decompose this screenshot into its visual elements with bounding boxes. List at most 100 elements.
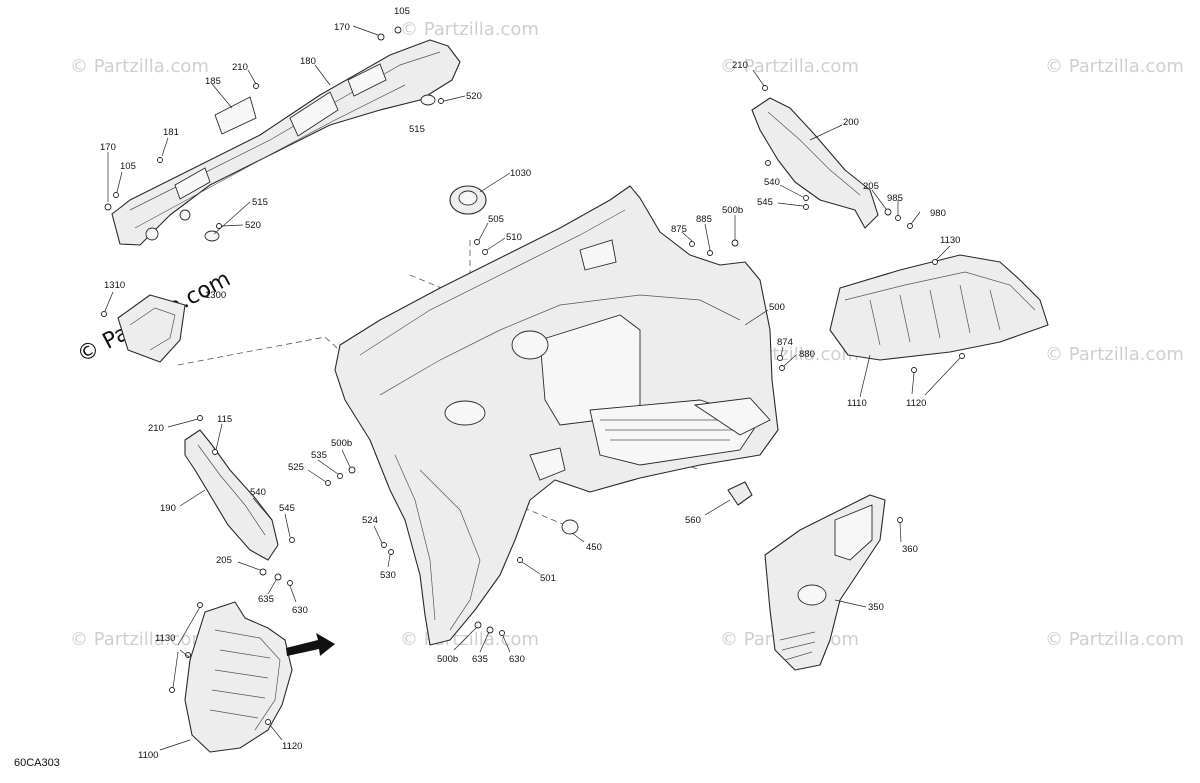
- washer-515: [204, 230, 220, 242]
- fastener: [731, 239, 739, 247]
- callout-label: 560: [685, 515, 701, 526]
- fastener: [216, 223, 222, 229]
- fastener: [932, 259, 938, 265]
- fastener: [377, 33, 385, 41]
- callout-label: 170: [100, 142, 116, 153]
- diagram-code: 60CA303: [14, 757, 60, 769]
- callout-label: 210: [732, 60, 748, 71]
- connector-560: [727, 481, 753, 506]
- lower-panel-1100: [184, 601, 335, 753]
- leader-line: [167, 418, 199, 428]
- side-bracket-200: [751, 97, 879, 229]
- callout-label: 205: [216, 555, 232, 566]
- fastener: [474, 239, 480, 245]
- leader-line: [179, 489, 206, 507]
- leader-line: [453, 627, 477, 651]
- callout-label: 880: [799, 349, 815, 360]
- grommet-1030: [449, 185, 487, 215]
- leader-line: [443, 95, 466, 102]
- fastener: [253, 83, 259, 89]
- leader-line: [373, 525, 383, 544]
- callout-label: 540: [250, 487, 266, 498]
- watermark-text: © Partzilla.com: [400, 629, 539, 650]
- panel-edge: [394, 454, 436, 621]
- leader-line: [704, 499, 731, 516]
- leader-line: [479, 172, 511, 193]
- fastener: [765, 160, 771, 166]
- bracket-edge: [197, 444, 266, 536]
- leader-line: [161, 137, 169, 157]
- callout-label: 500b: [437, 654, 458, 665]
- fastener: [197, 415, 203, 421]
- fastener: [348, 466, 356, 474]
- watermark-text: © Partzilla.com: [70, 629, 209, 650]
- leader-line: [179, 649, 190, 658]
- leader-line: [116, 171, 123, 193]
- fastener: [337, 473, 343, 479]
- callout-label: 210: [148, 423, 164, 434]
- watermark-text: © Partzilla.com: [1045, 629, 1184, 650]
- callout-label: 180: [300, 56, 316, 67]
- callout-label: 190: [160, 503, 176, 514]
- fastener: [157, 157, 163, 163]
- panel-edge: [379, 294, 741, 396]
- leader-line: [284, 513, 291, 538]
- tray-body: [829, 254, 1049, 361]
- clip-1310: [117, 294, 186, 363]
- callout-label: 1110: [847, 398, 867, 409]
- leader-line: [871, 189, 887, 210]
- callout-label: 500b: [331, 438, 352, 449]
- leader-lines: [104, 25, 961, 751]
- fastener: [394, 26, 402, 34]
- bracket-body: [751, 97, 879, 229]
- fastener: [289, 537, 295, 543]
- fastener: [777, 355, 783, 361]
- leader-line: [172, 651, 179, 689]
- callout-label: 540: [764, 177, 780, 188]
- fastener: [911, 367, 917, 373]
- leader-line: [744, 309, 769, 326]
- fastener: [113, 192, 119, 198]
- panel-edge: [419, 469, 481, 631]
- clip-185: [214, 96, 257, 135]
- panel-grille: [600, 419, 740, 441]
- leader-line: [783, 354, 797, 367]
- panel-grille: [779, 631, 816, 661]
- fastener: [212, 449, 218, 455]
- leader-line: [899, 522, 902, 543]
- callout-label: 635: [472, 654, 488, 665]
- leader-line: [752, 69, 765, 87]
- leader-line: [247, 69, 257, 85]
- fastener: [907, 223, 913, 229]
- leader-line: [104, 291, 114, 312]
- panel-body: [184, 601, 293, 753]
- leader-line: [159, 739, 191, 751]
- main-body-panel-500: [334, 185, 779, 646]
- fastener: [265, 719, 271, 725]
- panel-slot: [579, 239, 617, 271]
- fastener: [482, 249, 488, 255]
- callout-label: 525: [288, 462, 304, 473]
- callout-label: 200: [843, 117, 859, 128]
- leader-line: [317, 459, 339, 475]
- leader-line: [213, 201, 251, 235]
- callout-label: 630: [292, 605, 308, 616]
- leader-line: [521, 561, 541, 575]
- fastener: [438, 98, 444, 104]
- bracket-hole: [179, 209, 191, 221]
- bracket-tab: [289, 91, 339, 137]
- callout-label: 1300: [205, 290, 226, 301]
- panel-hole: [797, 584, 827, 606]
- bracket-edge: [767, 111, 861, 196]
- fastener: [779, 365, 785, 371]
- callout-label: 520: [245, 220, 261, 231]
- callout-label: 500: [769, 302, 785, 313]
- leader-line: [267, 579, 277, 595]
- callout-label: 1130: [155, 633, 175, 644]
- leader-line: [924, 357, 961, 396]
- callout-label: 515: [252, 197, 268, 208]
- callout-label: 545: [279, 503, 295, 514]
- callout-labels: 105 170 210 185 180 520 515 181 170 105 …: [100, 6, 960, 761]
- watermark-text: © Partzilla.com: [400, 19, 539, 40]
